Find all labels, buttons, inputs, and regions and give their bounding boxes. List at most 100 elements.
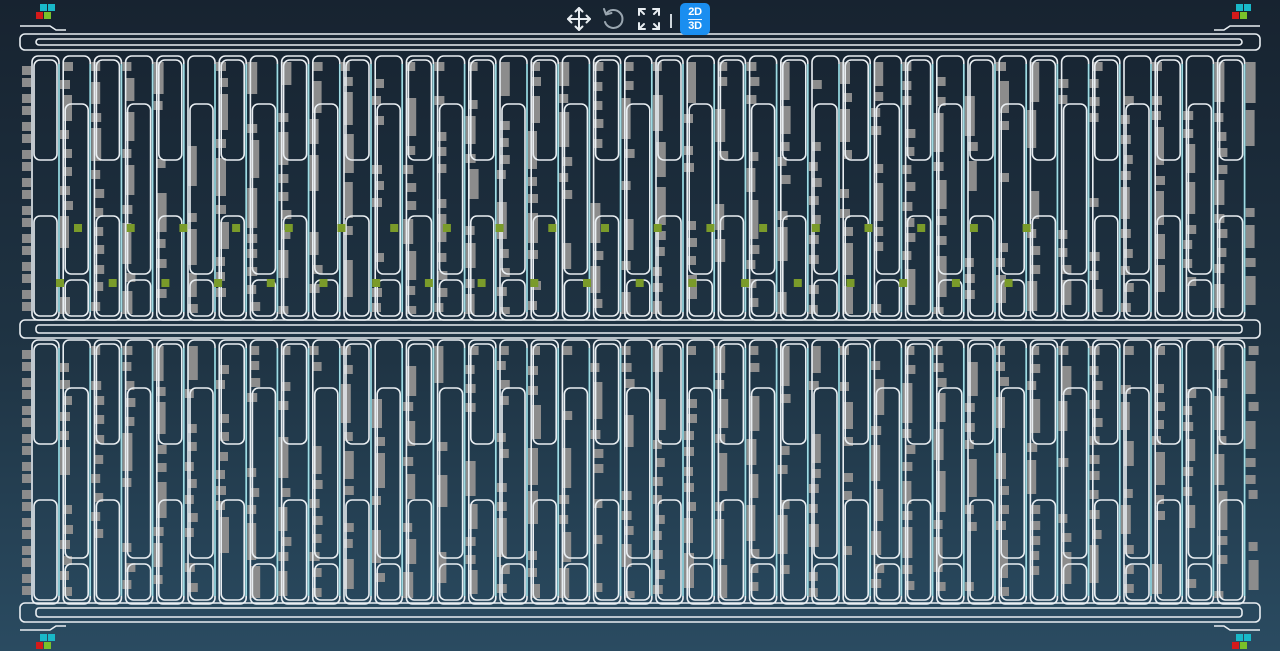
storage-tile: [1155, 191, 1164, 225]
rack-column: [31, 55, 73, 321]
corner-chip: [1240, 12, 1247, 19]
reset-rotation-button[interactable]: [598, 3, 628, 35]
corner-chip: [1236, 634, 1243, 641]
rack-slot: [906, 215, 932, 317]
storage-tile: [1123, 565, 1134, 574]
storage-tile: [281, 230, 291, 239]
rack-slot: [438, 103, 464, 275]
storage-tile: [562, 190, 573, 199]
rack-slot: [189, 279, 214, 317]
storage-tile: [811, 434, 821, 463]
connector-strip: [1025, 64, 1028, 312]
rack-slot: [719, 343, 745, 445]
storage-tile: [780, 106, 791, 134]
storage-tile: [996, 346, 1005, 355]
rack-column-outline: [779, 55, 809, 321]
connector-strip: [58, 64, 60, 312]
connector-strip: [151, 348, 154, 596]
storage-tile: [22, 362, 31, 371]
rack-slot: [1000, 103, 1026, 275]
storage-tile: [125, 165, 135, 195]
storage-tile: [156, 259, 167, 268]
corner-chip: [36, 12, 43, 19]
rack-slot: [688, 387, 714, 559]
view-mode-toggle-button[interactable]: 2D 3D: [680, 3, 710, 35]
corner-marker: [20, 625, 66, 649]
storage-tile: [437, 164, 447, 173]
connector-strip: [557, 64, 560, 312]
rack-column-outline: [1092, 55, 1121, 321]
rack-column-outline: [842, 339, 872, 605]
rack-slot: [532, 499, 558, 601]
storage-tile: [22, 66, 31, 75]
storage-tile: [250, 140, 260, 178]
storage-tile: [156, 193, 167, 232]
rack-slot: [1218, 343, 1244, 445]
storage-tile: [655, 458, 665, 467]
rack-slot: [251, 279, 277, 317]
storage-tile: [874, 92, 884, 101]
storage-tile: [905, 346, 915, 355]
connector-strip: [120, 348, 123, 596]
rack-slot: [407, 215, 433, 317]
storage-tile: [1245, 258, 1256, 267]
rack-column: [499, 339, 541, 605]
rack-slot: [126, 279, 152, 317]
storage-tile: [1061, 280, 1072, 305]
storage-tile: [1120, 385, 1131, 394]
storage-tile: [843, 437, 853, 446]
storage-tile: [780, 62, 790, 100]
storage-tile: [1030, 505, 1041, 514]
rack-slot: [1094, 499, 1119, 601]
storage-tile: [874, 183, 884, 221]
pan-button[interactable]: [564, 3, 594, 35]
rack-column-outline: [249, 339, 279, 605]
status-marker-green: [548, 224, 557, 232]
rack-slot: [906, 343, 932, 445]
rack-column-outline: [405, 339, 435, 605]
rack-column: [405, 55, 448, 321]
storage-tile: [63, 587, 72, 596]
storage-tile: [125, 398, 136, 407]
corner-chip: [1232, 12, 1239, 19]
rack-column: [748, 339, 791, 605]
storage-tile: [219, 94, 228, 130]
storage-tile: [749, 298, 759, 307]
storage-tile: [499, 396, 509, 405]
storage-tile: [1217, 148, 1228, 157]
rack-slot: [937, 387, 963, 559]
status-marker-green: [741, 279, 750, 287]
rack-column-outline: [561, 55, 591, 321]
storage-tile: [624, 81, 634, 90]
storage-tile: [187, 424, 197, 433]
connector-strip: [463, 348, 466, 596]
storage-tile: [309, 346, 319, 355]
rack-column-outline: [592, 55, 622, 321]
connector-strip: [962, 64, 965, 312]
storage-tile: [187, 229, 197, 265]
storage-tile: [749, 582, 759, 591]
connector-strip: [276, 64, 279, 312]
connector-strip: [401, 348, 404, 596]
storage-tile: [1030, 246, 1041, 255]
connector-strip: [1118, 64, 1121, 312]
storage-tile: [499, 249, 509, 258]
status-marker-green: [706, 224, 715, 232]
status-marker-green: [161, 279, 170, 287]
storage-tile: [1123, 346, 1134, 355]
storage-tile: [531, 584, 540, 598]
rack-slot: [345, 499, 370, 601]
rack-column-outline: [124, 339, 154, 605]
fit-to-screen-button[interactable]: [634, 3, 664, 35]
storage-tile: [406, 306, 417, 314]
connector-strip: [151, 64, 154, 312]
connector-strip: [1056, 348, 1059, 596]
storage-tile: [562, 411, 573, 420]
connector-strip: [900, 64, 903, 312]
corner-chip: [44, 642, 51, 649]
rack-slot: [1156, 343, 1181, 445]
storage-tile: [406, 539, 417, 564]
storage-tile: [905, 218, 915, 227]
storage-tile: [1123, 283, 1134, 292]
